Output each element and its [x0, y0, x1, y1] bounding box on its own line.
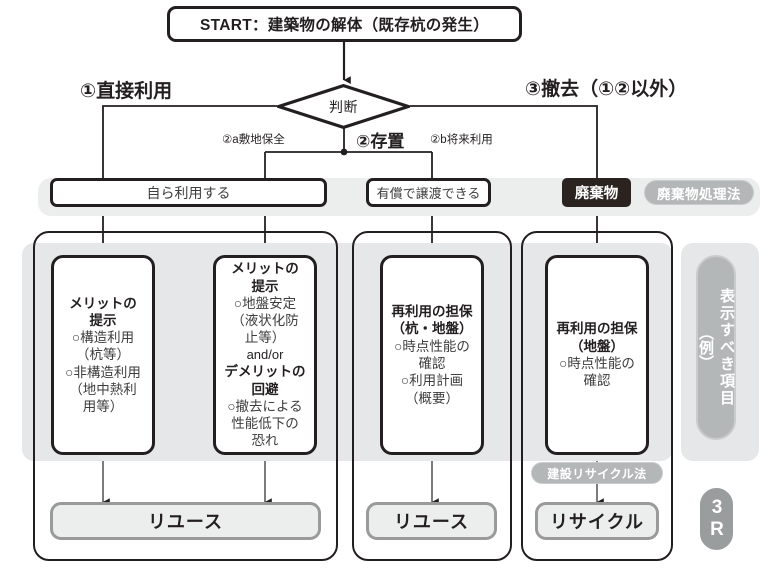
display-items-badge: 表示すべき項目 （例） [696, 255, 736, 440]
card4-head1: 再利用の担保 [556, 321, 638, 337]
card3-head2: （杭・地盤） [391, 321, 473, 337]
card1-head1: メリットの [69, 295, 137, 311]
option-self-use-box: 自ら利用する [50, 178, 327, 207]
card-merits-ground-text: メリットの 提示 ○地盤安定 （液状化防 止等） and/or デメリットの 回… [225, 260, 306, 449]
card1-line-1: （杭等） [76, 347, 130, 363]
card1-head2: 提示 [89, 312, 117, 328]
card3-line-3: （概要） [405, 390, 459, 406]
card1-line-3: （地中熱利 [69, 381, 137, 397]
card2-andor: and/or [246, 346, 284, 362]
result-recycle-label: リサイクル [549, 512, 645, 532]
start-label: START：建築物の解体（既存杭の発生） [199, 17, 489, 34]
three-r-badge: 3R [700, 488, 733, 550]
option-paid-transfer-box: 有償で譲渡できる [366, 178, 491, 207]
display-items-paren: （例） [697, 325, 714, 370]
card4-head2: （地盤） [570, 338, 624, 354]
branch-label-site-preservation: ②a敷地保全 [222, 134, 285, 146]
card2-line-b0: ○撤去による [227, 398, 303, 414]
option-waste-box: 廃棄物 [562, 178, 631, 207]
three-r-label: 3R [706, 497, 728, 541]
start-box: START：建築物の解体（既存杭の発生） [167, 6, 522, 42]
option-paid-transfer-label: 有償で譲渡できる [376, 186, 481, 201]
result-reuse-1-label: リユース [147, 512, 224, 532]
card2-line-a1: （液状化防 [231, 313, 299, 329]
card2-line-b1: 性能低下の [231, 416, 299, 432]
card3-line-2: ○利用計画 [400, 373, 464, 389]
card-merits-structural-text: メリットの 提示 ○構造利用 （杭等） ○非構造利用 （地中熱利 用等） [65, 295, 141, 416]
card4-line-1: 確認 [583, 373, 611, 389]
card2-line-a0: ○地盤安定 [233, 295, 297, 311]
card1-line-0: ○構造利用 [71, 330, 135, 346]
display-items-label: 表示すべき項目 [718, 288, 735, 407]
card2-head2: 提示 [251, 278, 279, 294]
result-reuse-2-label: リユース [393, 512, 470, 532]
card3-head1: 再利用の担保 [391, 304, 473, 320]
branch-label-future-use: ②b将来利用 [430, 134, 493, 146]
card2-head3: デメリットの [224, 364, 306, 380]
card-reuse-guarantee-pile-ground: 再利用の担保 （杭・地盤） ○時点性能の 確認 ○利用計画 （概要） [380, 255, 484, 455]
card-merits-ground: メリットの 提示 ○地盤安定 （液状化防 止等） and/or デメリットの 回… [213, 255, 317, 455]
column-frame-direct-use [33, 231, 338, 561]
card3-line-0: ○時点性能の [394, 338, 470, 354]
option-waste-label: 廃棄物 [574, 186, 619, 202]
waste-law-pill: 廃棄物処理法 [644, 180, 754, 205]
option-self-use-label: 自ら利用する [146, 184, 231, 201]
card-reuse-guarantee-pile-ground-text: 再利用の担保 （杭・地盤） ○時点性能の 確認 ○利用計画 （概要） [392, 303, 473, 407]
card-reuse-guarantee-ground: 再利用の担保 （地盤） ○時点性能の 確認 [545, 255, 649, 455]
result-reuse-2: リユース [366, 502, 497, 540]
card1-line-2: ○非構造利用 [65, 364, 141, 380]
waste-law-label: 廃棄物処理法 [657, 186, 741, 202]
branch-label-direct-use: ①直接利用 [80, 81, 173, 102]
card4-line-0: ○時点性能の [559, 356, 635, 371]
construction-recycling-law-label: 建設リサイクル法 [547, 466, 647, 481]
card-merits-structural: メリットの 提示 ○構造利用 （杭等） ○非構造利用 （地中熱利 用等） [51, 255, 155, 455]
result-reuse-1: リユース [50, 502, 321, 540]
card2-line-b2: 恐れ [251, 433, 279, 449]
branch-label-removal: ③撤去（①②以外） [525, 79, 688, 100]
card2-head4: 回避 [251, 381, 279, 397]
card3-line-1: 確認 [418, 356, 446, 371]
branch-label-retain: ②存置 [356, 132, 405, 151]
card2-line-a2: 止等） [244, 330, 286, 346]
card1-line-4: 用等） [82, 399, 124, 415]
decision-label: 判断 [329, 98, 358, 115]
construction-recycling-law-pill: 建設リサイクル法 [531, 462, 663, 484]
card2-head1: メリットの [231, 261, 299, 277]
result-recycle: リサイクル [535, 502, 659, 540]
decision-diamond: 判断 [277, 84, 410, 129]
card-reuse-guarantee-ground-text: 再利用の担保 （地盤） ○時点性能の 確認 [557, 320, 638, 389]
